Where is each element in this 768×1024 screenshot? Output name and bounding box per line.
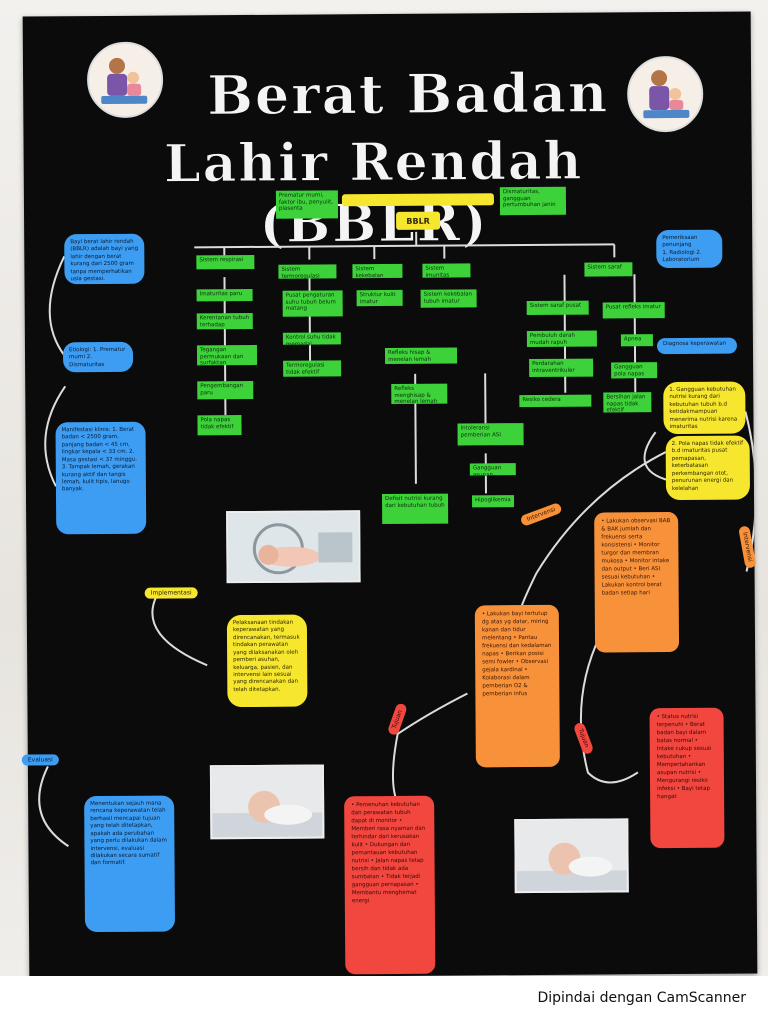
center-chain-2: Refleks menghisap & menelan lemah — [391, 383, 448, 405]
camscanner-footer: Dipindai dengan CamScanner — [0, 976, 768, 1024]
penunjang-note: Pemeriksaan penunjang 1. Radiologi 2. La… — [656, 229, 723, 269]
intervention-note-left: • Lakukan bayi tertutup dg atas yg datar… — [474, 604, 560, 768]
system-imunitas: Sistem imunitas — [422, 263, 471, 278]
diagnosis-2-note: 2. Pola napas tidak efektif b.d imaturit… — [665, 435, 751, 501]
thermo-item-3: Termoregulasi tidak efektif — [283, 360, 342, 377]
thermo-item-2: Kontrol suhu tidak memadai — [282, 332, 341, 347]
cause-connector-bar — [341, 193, 494, 207]
baby-incubator-photo — [226, 510, 361, 584]
resp-item-2: Kerentanan tubuh terhadap — [196, 312, 253, 330]
immune-item-1: Struktur kulit imatur — [356, 289, 403, 307]
nerve-item-4: Apnea — [620, 334, 653, 347]
diagnosis-tag: Diagnosa keperawatan — [656, 337, 738, 355]
baby-photo-left — [209, 764, 325, 840]
nerve-item-7: Resiko cedera — [519, 394, 592, 408]
diagnosis-1-note: 1. Gangguan kebutuhan nutrisi kurang dar… — [663, 381, 746, 435]
implementation-note: Pelaksanaan tindakan keperawatan yang di… — [226, 614, 308, 708]
cause-box-right: Dismaturitas, gangguan pertumbuhan janin — [499, 186, 567, 216]
system-kekebalan: Sistem kekebalan — [352, 263, 403, 279]
immunity-item-1: Sistem kekebalan tubuh imatur — [420, 289, 477, 308]
nerve-item-6: Gangguan pola napas — [611, 362, 658, 379]
penunjang-title: Pemeriksaan penunjang — [662, 234, 698, 249]
poster-board: Berat Badan Lahir Rendah (BBLR) — [21, 11, 758, 979]
nerve-item-2: Pusat refleks imatur — [602, 302, 665, 319]
system-saraf: Sistem saraf — [584, 262, 633, 277]
evaluasi-tag: Evaluasi — [21, 754, 59, 766]
nerve-item-5: Perdarahan intraventrikuler — [529, 358, 594, 378]
baby-photo-right — [514, 818, 629, 894]
goal-note-right: • Status nutrisi terpenuhi • Berat badan… — [649, 707, 725, 849]
intervention-note-right: • Lakukan observasi BAB & BAK jumlah dan… — [594, 511, 680, 653]
center-chain-5: Hipoglikemia — [472, 495, 515, 508]
goal-note-left: • Pemenuhan kebutuhan dan perawatan tubu… — [344, 795, 436, 975]
implementasi-tag: Implementasi — [144, 587, 198, 599]
resp-item-1: Imaturitas paru — [196, 288, 253, 302]
nerve-item-1: Sistem saraf pusat — [526, 300, 589, 316]
center-chain-1: Refleks hisap & menelan lemah — [384, 347, 458, 365]
evaluation-note: Menentukan sejauh mana rencana keperawat… — [84, 795, 176, 933]
mother-baby-logo-right — [626, 55, 704, 133]
bblr-center-box: BBLR — [396, 211, 441, 230]
resp-item-3: Tegangan permukaan dan surfaktan — [196, 344, 258, 367]
definition-note: Bayi berat lahir rendah (BBLR) adalah ba… — [64, 233, 145, 285]
penunjang-list: 1. Radiologi 2. Laboratorium — [662, 249, 702, 264]
center-chain-3: Intoleransi pemberian ASI — [457, 423, 524, 446]
resp-item-4: Pengembangan paru — [197, 380, 254, 400]
mother-baby-logo-left — [86, 41, 164, 119]
nerve-item-8: Bersihan jalan napas tidak efektif — [603, 392, 652, 414]
nerve-item-3: Pembuluh darah mudah rapuh — [526, 330, 597, 348]
system-termoregulasi: Sistem termoregulasi — [278, 264, 337, 279]
cause-box-left: Prematur murni, faktor ibu, penyulit, pl… — [275, 190, 339, 219]
center-chain-6: Defisit nutrisi kurang dari kebutuhan tu… — [381, 493, 449, 525]
etiology-note: Etiologi: 1. Prematur murni 2. Dismaturi… — [62, 341, 134, 373]
resp-item-5: Pola napas tidak efektif — [197, 415, 242, 436]
camscanner-label: Dipindai dengan CamScanner — [537, 990, 746, 1006]
manifestation-note: Manifestasi klinis: 1. Berat badan < 250… — [55, 421, 147, 535]
thermo-item-1: Pusat pengaturan suhu tubuh belum matang — [282, 290, 343, 317]
center-chain-4: Gangguan asupan — [469, 463, 516, 478]
system-respirasi: Sistem respirasi — [196, 254, 255, 270]
